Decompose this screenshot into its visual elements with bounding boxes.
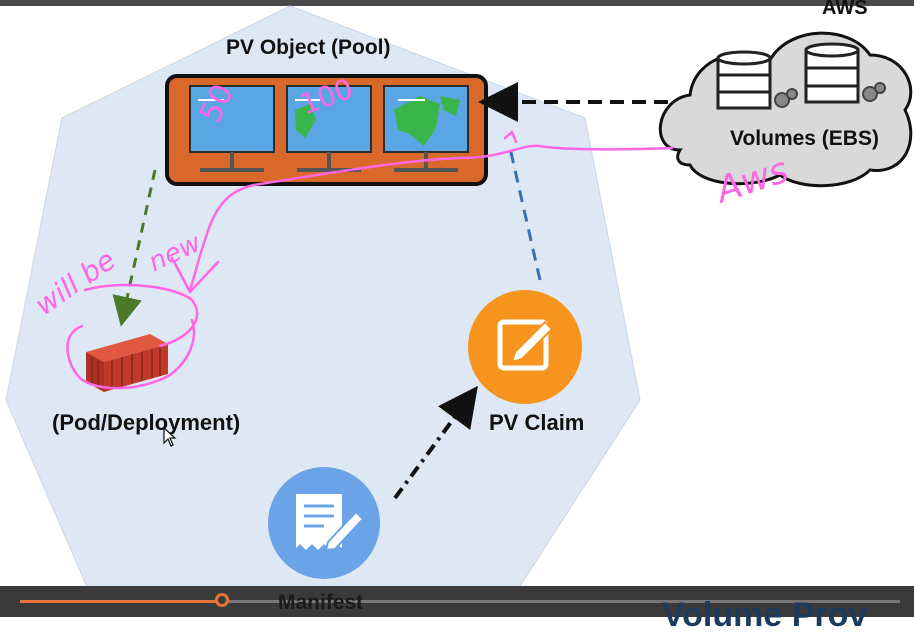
pv-pool-box (165, 74, 488, 186)
manifest-to-claim-arrow (393, 385, 478, 500)
ink-annotations (66, 130, 674, 390)
pv-claim-label: PV Claim (489, 410, 585, 435)
aws-cloud (658, 31, 913, 188)
pv-claim-icon (468, 290, 582, 404)
slide-title-partial: Volume Prov (662, 596, 868, 634)
database-icon (716, 50, 798, 110)
seek-progress (20, 600, 222, 603)
mouse-cursor-icon (163, 427, 177, 447)
diagram-canvas (5, 5, 913, 617)
ebs-volumes-label: Volumes (EBS) (730, 127, 879, 150)
video-player-bar (0, 586, 914, 617)
monitor-icon (189, 85, 275, 172)
manifest-label-overlay: Manifest (278, 591, 364, 614)
aws-label: AWS (822, 0, 868, 19)
monitor-icon (383, 85, 469, 172)
monitor-icon (286, 85, 372, 172)
top-bar (0, 0, 914, 6)
seek-handle[interactable] (215, 593, 229, 607)
pool-to-pod-arrow (112, 169, 157, 327)
seek-track[interactable] (20, 593, 900, 607)
pv-pool-label: PV Object (Pool) (226, 36, 391, 59)
container-icon (86, 334, 168, 392)
claim-to-pool-arrow (508, 147, 542, 281)
manifest-icon (268, 467, 380, 579)
pod-deployment-label: (Pod/Deployment) (52, 410, 241, 435)
database-icon (804, 42, 886, 104)
